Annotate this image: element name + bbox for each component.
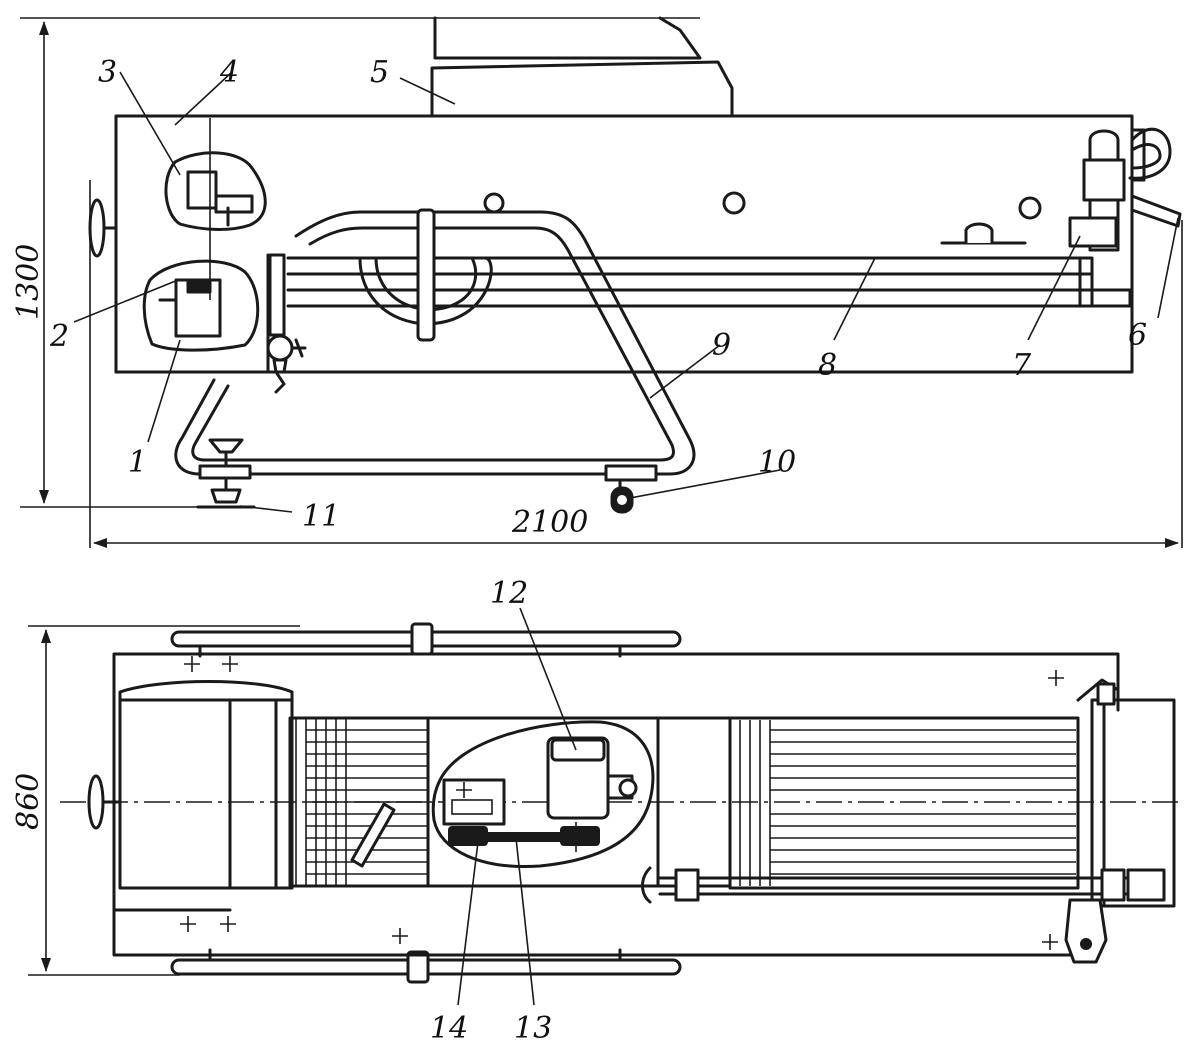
main-pipe xyxy=(286,256,1132,308)
plan-view: 860 xyxy=(11,576,1180,1046)
width-dimension: 860 xyxy=(11,625,300,976)
leader-lines-plan xyxy=(457,607,577,1006)
callout-3: 3 xyxy=(98,55,117,90)
callout-2: 2 xyxy=(49,319,69,354)
bottom-pipe xyxy=(641,866,1166,964)
porthole-icon xyxy=(722,191,746,215)
callout-8: 8 xyxy=(818,348,837,383)
callout-12: 12 xyxy=(490,576,528,611)
leader-lines-side xyxy=(73,71,1179,513)
fastener-markers xyxy=(180,656,1064,950)
drive-shaft xyxy=(448,832,598,842)
motor-icon xyxy=(442,778,506,826)
callout-1: 1 xyxy=(128,445,147,480)
height-dimension-label: 1300 xyxy=(11,244,46,320)
callout-14: 14 xyxy=(430,1011,468,1046)
callout-11: 11 xyxy=(302,499,340,534)
callout-13: 13 xyxy=(514,1011,552,1046)
callout-10: 10 xyxy=(758,445,796,480)
height-dimension: 1300 xyxy=(11,17,700,508)
side-handle-icon xyxy=(88,198,118,258)
drain-valve-icon xyxy=(266,253,307,394)
porthole-icon xyxy=(1018,196,1042,220)
callout-5: 5 xyxy=(370,55,389,90)
length-dimension-label: 2100 xyxy=(511,505,588,540)
side-view: 1300 2100 xyxy=(11,16,1183,548)
central-cutaway xyxy=(426,716,660,888)
frame-handle xyxy=(174,192,696,476)
control-unit xyxy=(112,680,294,912)
hose-loop xyxy=(358,256,493,326)
pipe-fitting-icon xyxy=(940,222,1027,245)
caster-wheel-icon xyxy=(604,464,658,514)
callout-9: 9 xyxy=(712,328,731,363)
heater-grill-left xyxy=(288,716,430,888)
component-2-cutout xyxy=(142,259,260,352)
callout-4: 4 xyxy=(219,55,239,90)
side-rail-top xyxy=(170,622,682,658)
plan-handle-icon xyxy=(87,774,122,830)
callout-7: 7 xyxy=(1012,348,1032,383)
outlet-end xyxy=(1076,678,1176,908)
callout-6: 6 xyxy=(1128,318,1147,353)
outlet-valve-assembly xyxy=(1068,127,1182,252)
cover-lid xyxy=(430,16,734,118)
heater-grill-right xyxy=(656,716,1080,890)
side-rail-bottom xyxy=(170,948,682,984)
component-3-cutout xyxy=(164,151,267,231)
housing-body xyxy=(114,114,1134,374)
width-dimension-label: 860 xyxy=(11,773,46,830)
leveling-foot-icon xyxy=(196,438,256,509)
